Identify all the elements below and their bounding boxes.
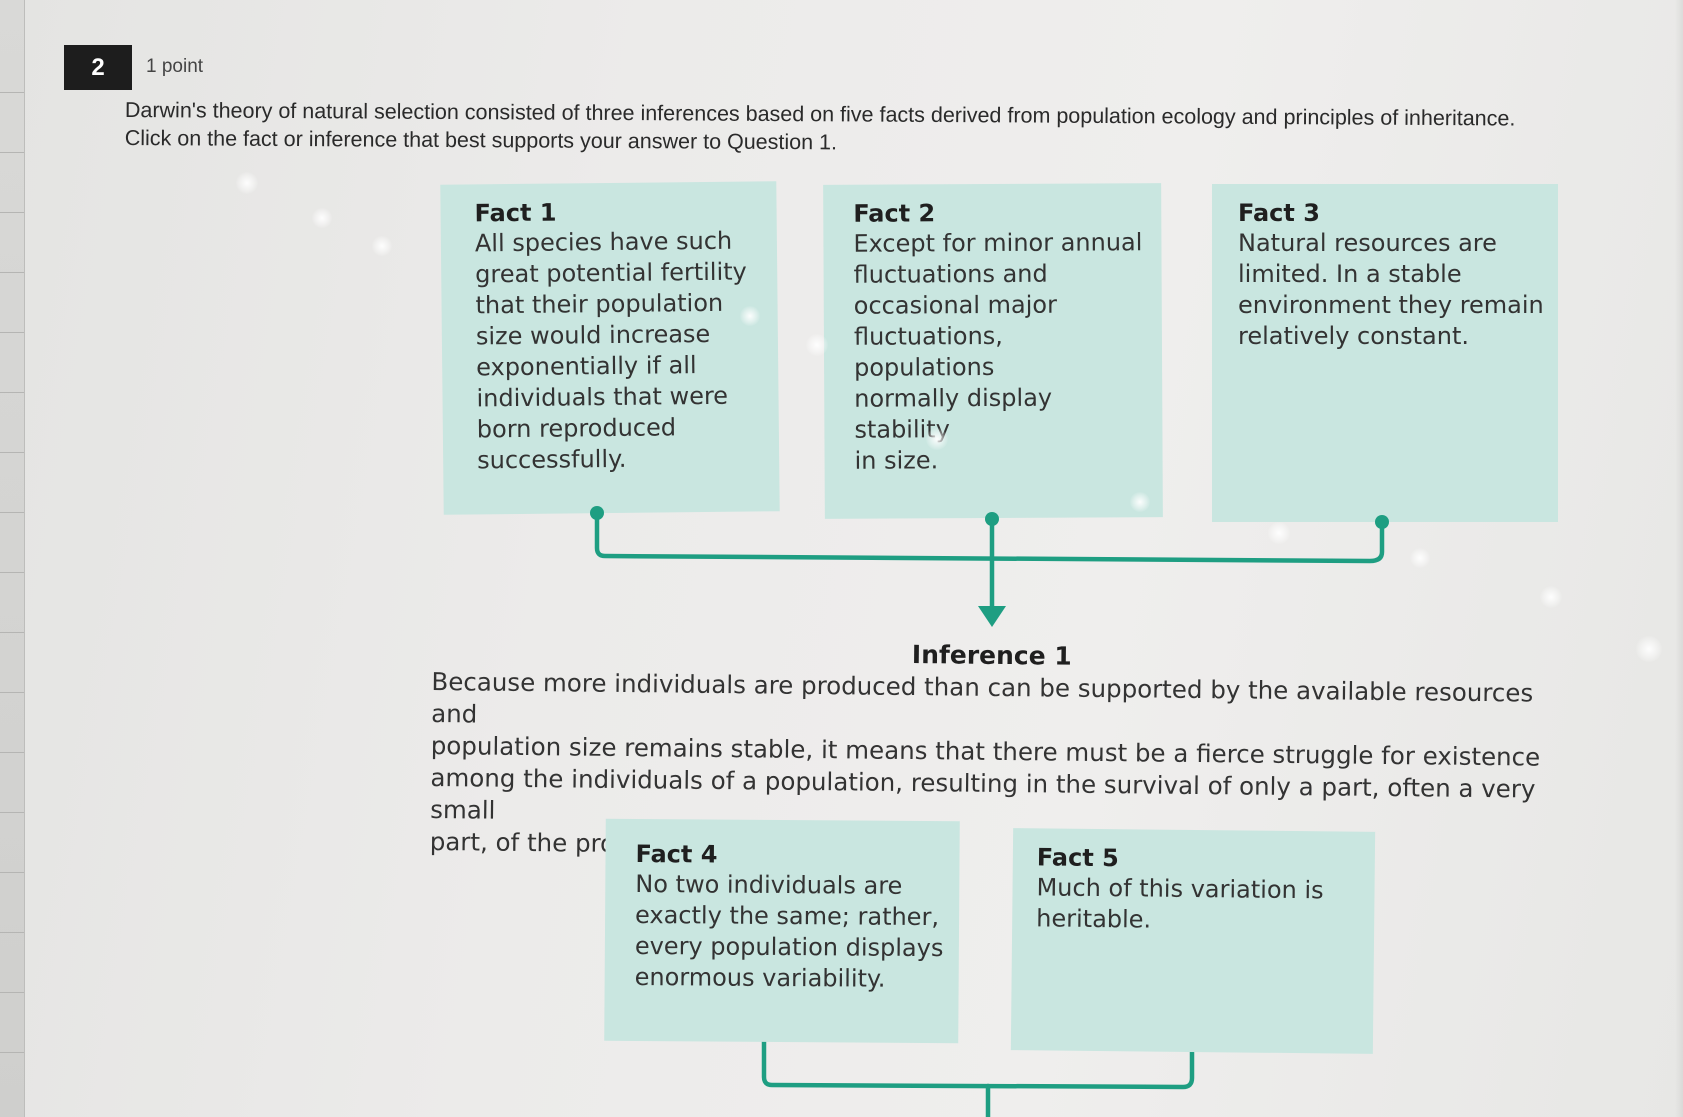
screen-glare	[1540, 586, 1562, 608]
screen-glare	[806, 334, 828, 356]
fact-4-connector	[761, 1032, 1195, 1090]
left-rail	[0, 0, 25, 1117]
screen-edge-shadow	[1675, 0, 1683, 1117]
rail-divider	[0, 812, 24, 813]
rail-divider	[0, 752, 24, 753]
screen-glare	[926, 428, 948, 450]
inference-1-block[interactable]: Inference 1 Because more individuals are…	[430, 634, 1572, 870]
rail-divider	[0, 512, 24, 513]
rail-divider	[0, 572, 24, 573]
fact-3-title: Fact 3	[1238, 199, 1320, 227]
connector-node	[590, 506, 604, 520]
screen-glare	[740, 306, 760, 326]
screen-glare	[312, 208, 332, 228]
fact-5-card[interactable]: Fact 5 Much of this variation is heritab…	[1010, 828, 1376, 1054]
fact-4-text: No two individuals are exactly the same;…	[634, 869, 944, 993]
rail-divider	[0, 872, 24, 873]
rail-divider	[0, 272, 24, 273]
connector-node	[985, 512, 999, 526]
rail-divider	[0, 1052, 24, 1053]
question-number-badge: 2	[64, 45, 132, 90]
fact-3-text: Natural resources are limited. In a stab…	[1238, 229, 1544, 350]
connector-node	[1375, 515, 1389, 529]
fact-4-card[interactable]: Fact 4 No two individuals are exactly th…	[604, 818, 960, 1044]
screen-glare	[236, 172, 258, 194]
screen-glare	[1268, 522, 1290, 544]
rail-divider	[0, 332, 24, 333]
arrow-head-icon	[978, 606, 1006, 627]
rail-divider	[0, 152, 24, 153]
fact-1-connector	[594, 510, 1385, 564]
rail-divider	[0, 692, 24, 693]
rail-divider	[0, 632, 24, 633]
fact-5-text: Much of this variation is heritable.	[1036, 873, 1324, 934]
screen-glare	[1636, 636, 1662, 662]
question-points: 1 point	[146, 56, 204, 77]
fact-3-card[interactable]: Fact 3 Natural resources are limited. In…	[1212, 184, 1558, 522]
rail-divider	[0, 932, 24, 933]
rail-divider	[0, 992, 24, 993]
screen-glare	[1130, 492, 1150, 512]
rail-divider	[0, 92, 24, 93]
rail-divider	[0, 392, 24, 393]
screen-glare	[1410, 548, 1430, 568]
fact-5-title: Fact 5	[1036, 843, 1119, 873]
inference-1-text: Because more individuals are produced th…	[429, 666, 1541, 861]
rail-divider	[0, 212, 24, 213]
fact-4-title: Fact 4	[635, 839, 718, 869]
rail-divider	[0, 452, 24, 453]
screen-glare	[372, 236, 392, 256]
